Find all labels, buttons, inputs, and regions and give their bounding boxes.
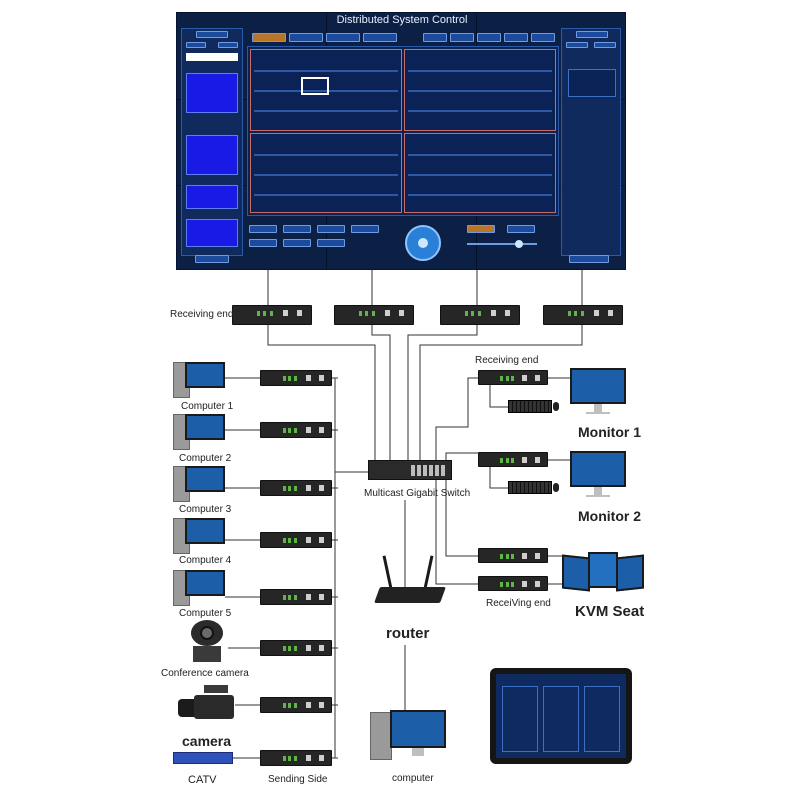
sender-5: [260, 589, 332, 605]
preview-thumb-4: [186, 219, 238, 247]
keyboard-2: [508, 481, 552, 494]
computer-label: computer: [392, 773, 434, 784]
video-wall: Distributed System Control: [176, 12, 626, 270]
keyboard-1: [508, 400, 552, 413]
preview-thumb-3: [186, 185, 238, 209]
computer-4-label: Computer 4: [179, 555, 232, 566]
monitor-1-label: Monitor 1: [578, 424, 641, 440]
receiver-right-2: [478, 452, 548, 467]
kvm-seat-screens: [562, 552, 644, 594]
gigabit-switch-device: [368, 460, 452, 480]
camera-label: camera: [182, 733, 232, 749]
preview-thumb-1: [186, 73, 238, 113]
wall-center-grid: [247, 46, 559, 216]
receiver-right-4: [478, 576, 548, 591]
sending-side-label: Sending Side: [268, 774, 328, 785]
sender-3: [260, 480, 332, 496]
sender-8: [260, 750, 332, 766]
sender-2: [260, 422, 332, 438]
computer-3-label: Computer 3: [179, 504, 232, 515]
monitor-2-label: Monitor 2: [578, 508, 641, 524]
receiver-top-3: [440, 305, 520, 325]
sender-4: [260, 532, 332, 548]
catv-label: CATV: [188, 774, 217, 786]
router-icon: [374, 555, 446, 605]
wall-title: Distributed System Control: [336, 14, 468, 26]
computer-2-label: Computer 2: [179, 453, 232, 464]
catv-device: [173, 752, 233, 764]
receiver-top-4: [543, 305, 623, 325]
kvm-seat-label: KVM Seat: [575, 603, 645, 620]
computer-5-label: Computer 5: [179, 608, 232, 619]
volume-slider: [467, 240, 537, 248]
sender-1: [260, 370, 332, 386]
receiver-right-1: [478, 370, 548, 385]
receiver-top-2: [334, 305, 414, 325]
computer-1-label: Computer 1: [181, 401, 234, 412]
preview-thumb-2: [186, 135, 238, 175]
wall-bottom-right-button: [569, 255, 609, 263]
camcorder-icon: [178, 683, 236, 727]
receiving-end-bottom-label: ReceiVing end: [486, 598, 551, 609]
conference-camera-label: Conference camera: [161, 668, 249, 679]
computer-tower: [370, 712, 392, 760]
switch-label: Multicast Gigabit Switch: [364, 488, 471, 499]
wall-bottom-left-button: [195, 255, 229, 263]
receiving-end-right-label: Receiving end: [475, 355, 539, 366]
receiving-end-label: Receiving end: [170, 309, 234, 320]
tablet-control: [490, 668, 632, 764]
receiver-right-3: [478, 548, 548, 563]
receiver-top-1: [232, 305, 312, 325]
wall-left-panel: [181, 28, 243, 256]
mouse-2: [553, 483, 559, 492]
router-label: router: [386, 625, 430, 642]
wall-right-panel: [561, 28, 621, 256]
sender-7: [260, 697, 332, 713]
direction-pad: [405, 225, 441, 261]
mouse-1: [553, 402, 559, 411]
conference-camera-icon: [187, 620, 227, 664]
sender-6: [260, 640, 332, 656]
